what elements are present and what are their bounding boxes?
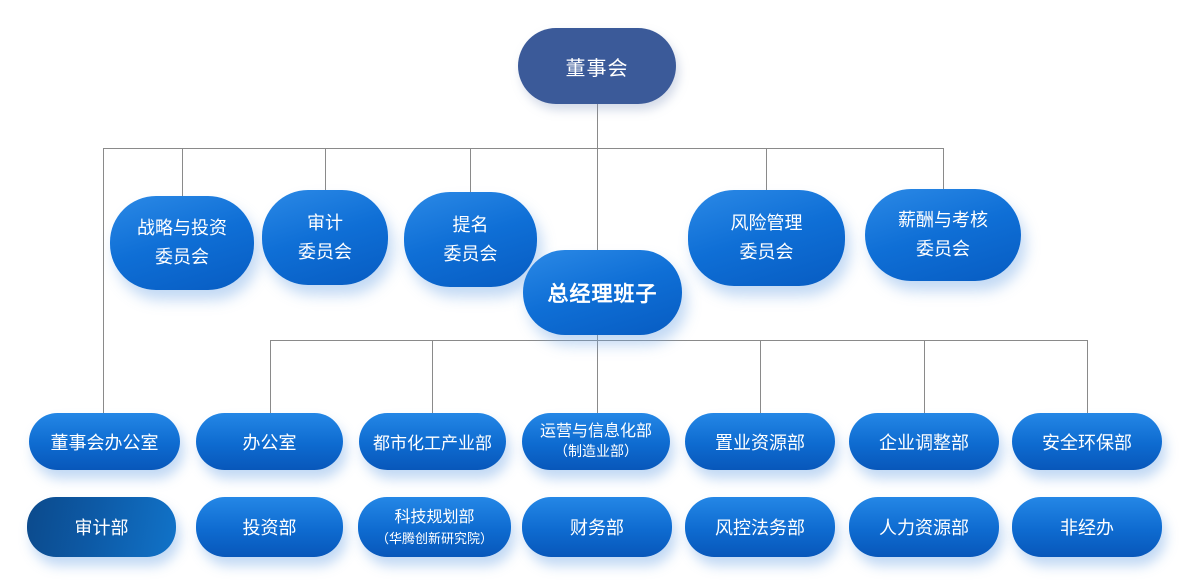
node-operations-informatization-dept[interactable]: 运营与信息化部 （制造业部） [522, 413, 670, 470]
node-enterprise-adjustment-dept[interactable]: 企业调整部 [849, 413, 999, 470]
node-nomination-committee[interactable]: 提名 委员会 [404, 192, 537, 287]
connector-board-down [597, 104, 598, 148]
node-board[interactable]: 董事会 [518, 28, 676, 104]
dept-label: 审计部 [74, 518, 129, 538]
node-board-label: 董事会 [565, 57, 629, 80]
dept-label-line2: （制造业部） [554, 444, 638, 460]
node-realty-resources-dept[interactable]: 置业资源部 [685, 413, 835, 470]
connector-gm-stub [597, 335, 598, 341]
dept-label: 都市化工产业部 [373, 434, 492, 453]
node-investment-dept[interactable]: 投资部 [196, 497, 343, 557]
node-non-operating-office[interactable]: 非经办 [1012, 497, 1162, 557]
connector-gm-drop [597, 148, 598, 250]
dept-label: 置业资源部 [715, 432, 805, 453]
node-risk-legal-dept[interactable]: 风控法务部 [685, 497, 835, 557]
connector-left-long [103, 148, 104, 413]
connector-dept3-drop [432, 340, 433, 413]
dept-label: 安全环保部 [1042, 432, 1132, 453]
committee-label-line1: 薪酬与考核 [898, 210, 988, 230]
connector-dept2-drop [270, 340, 271, 413]
committee-label-line2: 委员会 [155, 247, 209, 267]
node-risk-management-committee[interactable]: 风险管理 委员会 [688, 190, 845, 286]
committee-label-line1: 提名 [452, 214, 489, 235]
committee-label-line1: 风险管理 [730, 213, 803, 233]
dept-label: 办公室 [242, 432, 297, 453]
connector-dept7-drop [1087, 340, 1088, 413]
committee-label-line2: 委员会 [443, 243, 498, 264]
dept-label: 企业调整部 [879, 432, 969, 453]
node-urban-chemical-industry-dept[interactable]: 都市化工产业部 [359, 413, 506, 470]
dept-label: 人力资源部 [879, 518, 969, 538]
node-hr-dept[interactable]: 人力资源部 [849, 497, 999, 557]
dept-label-line1: 科技规划部 [394, 508, 475, 526]
committee-label-line1: 战略与投资 [137, 218, 227, 238]
connector-committee4-drop [766, 148, 767, 190]
committee-label-line2: 委员会 [298, 241, 352, 262]
connector-committee3-drop [470, 148, 471, 192]
connector-level2-hline [270, 340, 1088, 341]
node-strategy-investment-committee[interactable]: 战略与投资 委员会 [110, 196, 254, 290]
node-finance-dept[interactable]: 财务部 [522, 497, 672, 557]
node-compensation-assessment-committee[interactable]: 薪酬与考核 委员会 [865, 189, 1021, 281]
committee-label-line2: 委员会 [916, 239, 970, 259]
connector-committee1-drop [182, 148, 183, 196]
node-board-office[interactable]: 董事会办公室 [29, 413, 180, 470]
node-audit-dept[interactable]: 审计部 [27, 497, 176, 557]
connector-dept5-drop [760, 340, 761, 413]
node-gm-label: 总经理班子 [547, 281, 658, 306]
node-gm-team[interactable]: 总经理班子 [523, 250, 682, 335]
dept-label: 非经办 [1060, 518, 1114, 538]
dept-label: 投资部 [242, 518, 297, 538]
node-safety-environment-dept[interactable]: 安全环保部 [1012, 413, 1162, 470]
node-tech-planning-dept[interactable]: 科技规划部 （华腾创新研究院） [358, 497, 511, 557]
node-audit-committee[interactable]: 审计 委员会 [262, 190, 388, 285]
dept-label: 风控法务部 [715, 518, 805, 538]
connector-committee2-drop [325, 148, 326, 190]
committee-label-line2: 委员会 [739, 242, 794, 262]
connector-committee5-drop [943, 148, 944, 189]
connector-dept6-drop [924, 340, 925, 413]
connector-level1-hline [103, 148, 944, 149]
committee-label-line1: 审计 [307, 212, 343, 233]
dept-label-line2: （华腾创新研究院） [375, 530, 493, 546]
dept-label: 财务部 [570, 518, 624, 538]
dept-label-line1: 运营与信息化部 [539, 422, 652, 440]
connector-dept4-drop [597, 340, 598, 413]
dept-label: 董事会办公室 [50, 432, 159, 453]
node-general-office[interactable]: 办公室 [196, 413, 343, 470]
